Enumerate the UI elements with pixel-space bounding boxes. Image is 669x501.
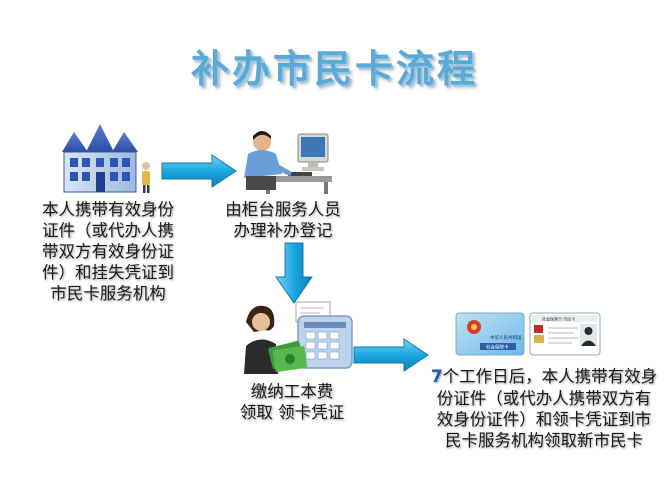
step-4-line: 份证件（或代办人携带双方有: [436, 389, 652, 408]
step-1-line: 本人携带有效身份: [42, 200, 174, 219]
step-1-line: 证件（或代办人携: [42, 221, 174, 240]
step-3-line: 缴纳工本费: [250, 382, 334, 401]
payment-receipt-icon: [244, 301, 353, 374]
step-1-text: 本人携带有效身份 证件（或代办人携 带双方有效身份证 件）和挂失凭证到 市民卡服…: [28, 199, 188, 304]
step-4-line: 民卡服务机构领取新市民卡: [445, 431, 643, 450]
step-2-line: 办理补办登记: [233, 221, 333, 240]
card-back-header: 社会保障卡·市民卡: [542, 316, 575, 322]
citizen-card-icon: 中华人民共和国 社会保障卡 社会保障卡·市民卡: [455, 312, 601, 356]
arrow-down-icon: [275, 242, 313, 304]
step-2-line: 由柜台服务人员: [225, 200, 341, 219]
arrow-right-icon: [353, 338, 429, 372]
card-front-sub: 社会保障卡: [486, 344, 509, 351]
step-1-line: 件）和挂失凭证到: [42, 263, 174, 282]
step-1-line: 市民卡服务机构: [50, 284, 166, 303]
page-title: 补办市民卡流程: [190, 47, 478, 91]
office-worker-icon: [244, 131, 332, 194]
step-4-line: 7个工作日后，本人携带有效身: [430, 367, 658, 387]
step-3-text: 缴纳工本费 领取 领卡凭证: [222, 381, 362, 423]
step-4-line: 效身份证件）和领卡凭证到市: [436, 410, 652, 429]
step-4-text: 7个工作日后，本人携带有效身 份证件（或代办人携带双方有 效身份证件）和领卡凭证…: [420, 366, 668, 451]
step-4-days: 7: [430, 367, 443, 387]
step-3-line: 领取 领卡凭证: [239, 403, 345, 422]
step-2-text: 由柜台服务人员 办理补办登记: [208, 199, 358, 241]
arrow-right-icon: [161, 154, 237, 188]
step-1-line: 带双方有效身份证: [42, 242, 174, 261]
building-icon: [62, 124, 150, 193]
card-front-text: 中华人民共和国: [490, 334, 522, 341]
